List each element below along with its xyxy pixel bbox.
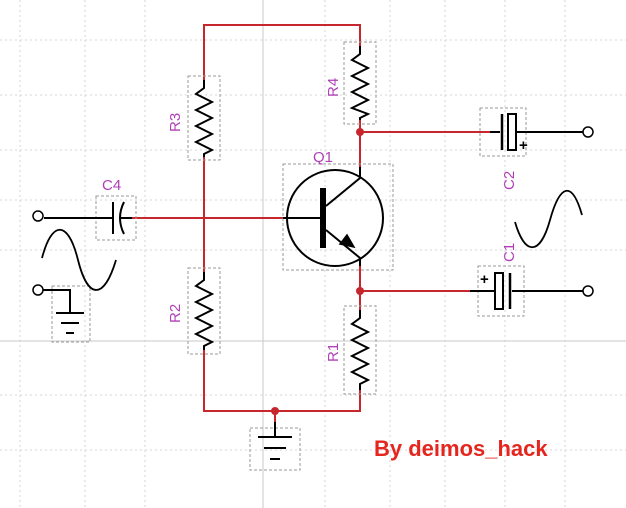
transistor-q1[interactable] <box>282 163 394 271</box>
output-terminal-c1 <box>582 285 594 297</box>
capacitor-c2[interactable] <box>479 107 583 157</box>
junction-collector <box>356 128 364 136</box>
ground-symbol <box>249 422 301 471</box>
resistor-r1[interactable] <box>343 305 377 395</box>
terminals <box>32 126 594 297</box>
label-r2: R2 <box>167 304 184 323</box>
circuit-wiring <box>132 24 490 430</box>
input-sine-wave-icon <box>41 228 117 291</box>
output-terminal-c2 <box>582 126 594 138</box>
label-c2: C2 <box>501 171 518 190</box>
junction-ground <box>271 407 279 415</box>
capacitor-c1[interactable] <box>470 265 583 317</box>
c2-plus-sign: + <box>519 137 528 154</box>
capacitor-c4[interactable] <box>44 195 137 241</box>
resistor-r3[interactable] <box>187 75 221 161</box>
input-ground <box>43 285 91 343</box>
junction-nodes <box>271 128 364 415</box>
output-sine-wave-icon <box>514 189 583 249</box>
label-r4: R4 <box>325 78 342 97</box>
input-ground-terminal <box>32 284 44 296</box>
junction-emitter <box>356 287 364 295</box>
input-terminal <box>32 210 44 222</box>
c1-plus-sign: + <box>480 271 489 288</box>
resistor-r2[interactable] <box>187 267 221 355</box>
label-r3: R3 <box>167 113 184 132</box>
label-r1: R1 <box>325 343 342 362</box>
author-credit: By deimos_hack <box>374 436 548 461</box>
label-q1: Q1 <box>313 149 333 166</box>
resistor-r4[interactable] <box>343 41 377 125</box>
label-c1: C1 <box>501 243 518 262</box>
label-c4: C4 <box>102 177 121 194</box>
